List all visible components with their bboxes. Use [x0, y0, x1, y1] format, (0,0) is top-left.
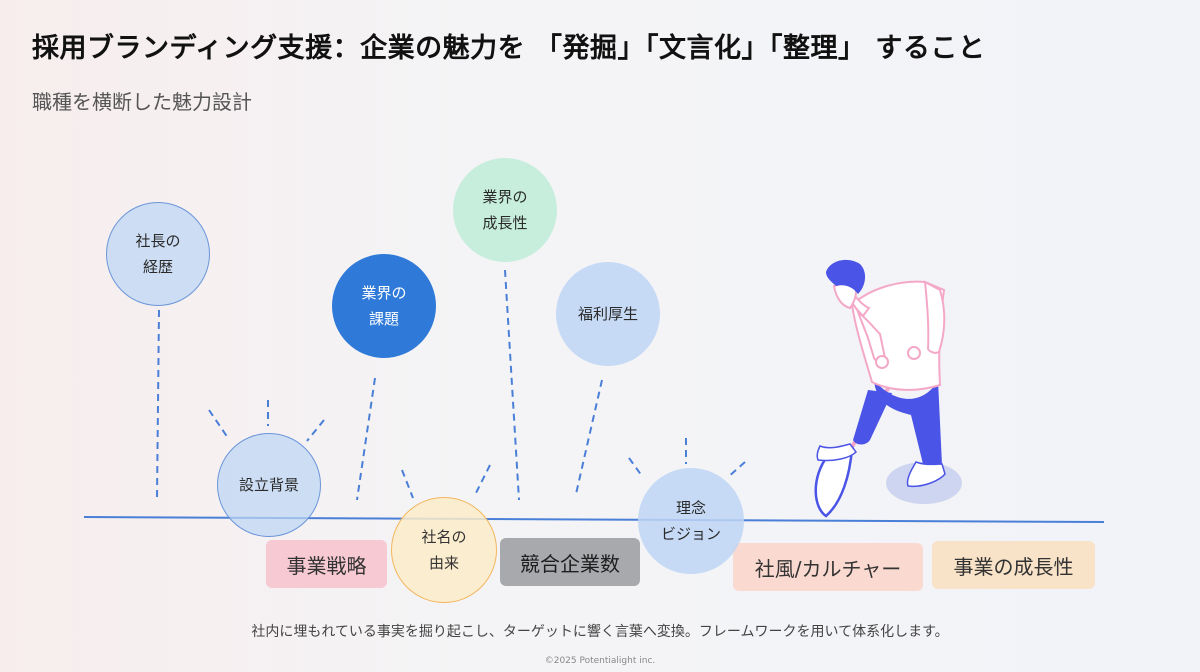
tag-business-strategy: 事業戦略	[266, 540, 387, 588]
ray-vision-left	[628, 457, 643, 477]
caption-text: 社内に埋もれている事実を掘り起こし、ターゲットに響く言葉へ変換。フレームワークを…	[251, 624, 949, 640]
back-hand	[907, 346, 921, 360]
ray-vision-right	[727, 461, 746, 478]
right-leg	[853, 390, 892, 445]
tag-culture: 社風/カルチャー	[733, 543, 923, 591]
page-subtitle: 職種を横断した魅力設計	[32, 90, 252, 114]
front-hand	[875, 355, 889, 369]
page-title: 採用ブランディング支援：企業の魅力を 「発掘」「文言化」「整理」 すること	[32, 33, 986, 64]
bubble-welfare: 福利厚生	[556, 262, 660, 366]
bubble-industry-growth: 業界の 成長性	[453, 158, 557, 262]
ray-founding-right	[306, 419, 325, 442]
bubble-company-name-origin: 社名の 由来	[391, 497, 497, 603]
bubble-founding-background: 設立背景	[217, 433, 321, 537]
torso-shirt	[850, 280, 946, 391]
ray-name-left	[401, 469, 414, 499]
left-shoe	[906, 461, 946, 488]
back-arm	[923, 280, 946, 354]
dash-growth	[504, 269, 520, 501]
bubble-president-career: 社長の 経歴	[106, 202, 210, 306]
left-leg	[874, 380, 942, 469]
hair	[826, 259, 866, 294]
ray-founding-left	[208, 409, 229, 439]
tag-competitor-count: 競合企業数	[500, 538, 640, 586]
bubble-philosophy-vision: 理念 ビジョン	[638, 468, 744, 574]
tag-business-growth: 事業の成長性	[932, 541, 1095, 589]
right-shoe	[816, 443, 857, 462]
digging-person-illustration	[814, 259, 962, 518]
dash-welfare	[575, 379, 603, 495]
ray-name-right	[475, 464, 491, 494]
dash-issues	[356, 377, 376, 501]
shovel-blade	[814, 446, 854, 518]
bubble-industry-issues: 業界の 課題	[332, 254, 436, 358]
dash-president	[156, 309, 160, 499]
copyright-text: ©2025 Potentialight inc.	[544, 656, 656, 666]
